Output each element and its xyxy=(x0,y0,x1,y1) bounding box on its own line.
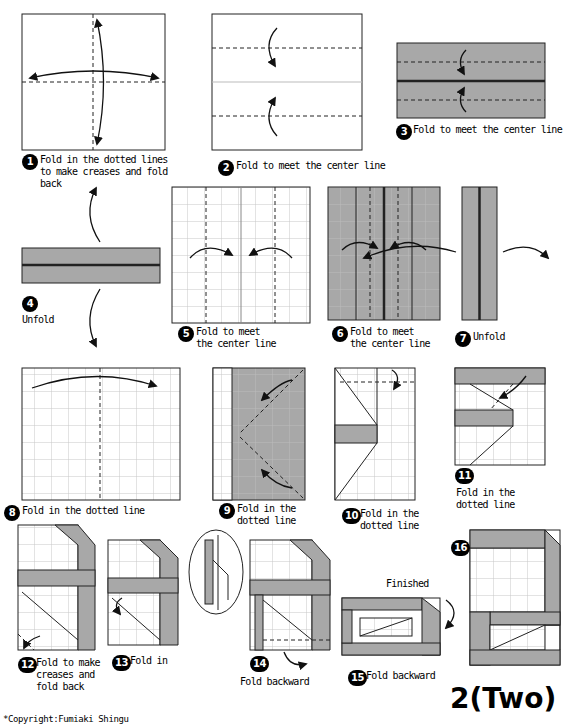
step-caption: Fold in the dotted line xyxy=(360,508,444,532)
step-2-figure xyxy=(212,14,362,150)
step-number-text: 4 xyxy=(25,296,35,312)
step-number-text: 2 xyxy=(221,160,231,176)
step-11-figure xyxy=(455,368,545,465)
step-number-text: 13 xyxy=(113,655,130,671)
step-14-figure xyxy=(250,540,330,665)
step-caption: Fold to meet the center line xyxy=(350,326,434,350)
copyright-note: *Copyright:Fumiaki Shingu xyxy=(3,713,128,725)
step-number-text: 10 xyxy=(343,508,360,524)
step-13-figure xyxy=(108,540,178,645)
step-caption: Fold in xyxy=(130,655,167,667)
step-caption: Fold backward xyxy=(366,670,435,682)
step-number: 14 xyxy=(250,656,269,672)
step-number: 11 xyxy=(455,468,474,484)
step-number-text: 3 xyxy=(399,124,409,140)
step-number: 10 xyxy=(342,508,361,524)
step-caption: Fold backward xyxy=(240,676,309,688)
step-number-text: 12 xyxy=(19,657,36,673)
step-12-figure xyxy=(18,525,95,650)
step-number: 4 xyxy=(22,296,38,312)
step-number: 12 xyxy=(18,657,37,673)
step-caption: Fold to make creases and fold back xyxy=(36,657,104,693)
step-number: 9 xyxy=(219,503,235,519)
step-number: 7 xyxy=(455,331,471,347)
step-4-figure xyxy=(22,188,160,346)
step-1-figure xyxy=(22,14,165,150)
step-number: 2 xyxy=(218,160,234,176)
step-8-figure xyxy=(22,368,180,500)
step-caption: Finished xyxy=(386,578,429,590)
step-7-figure xyxy=(364,187,548,320)
step-number: 5 xyxy=(178,326,194,342)
step-number-text: 7 xyxy=(458,331,468,347)
step-caption: Fold in the dotted lines to make creases… xyxy=(40,154,172,190)
step-number-text: 5 xyxy=(181,326,191,342)
step-caption: Unfold xyxy=(22,314,54,326)
diagram-title: 2(Two) xyxy=(450,682,556,715)
detail-inset xyxy=(189,530,243,614)
step-5-figure xyxy=(172,187,310,323)
step-number-text: 1 xyxy=(25,154,35,170)
step-number: 8 xyxy=(4,505,20,521)
step-number-text: 14 xyxy=(251,656,268,672)
step-9-figure xyxy=(213,368,305,500)
step-number-text: 16 xyxy=(452,540,469,556)
step-number: 16 xyxy=(451,540,470,556)
step-caption: Fold in the dotted line xyxy=(456,487,540,511)
step-number-text: 8 xyxy=(7,505,17,521)
step-3-figure xyxy=(397,43,545,118)
step-caption: Fold to meet the center line xyxy=(236,160,385,172)
step-number-text: 11 xyxy=(456,468,473,484)
step-number-text: 9 xyxy=(222,503,232,519)
step-10-figure xyxy=(335,368,415,500)
step-15-figure xyxy=(342,598,454,655)
finished-figure xyxy=(470,530,560,665)
step-6-figure xyxy=(328,187,440,320)
step-number-text: 15 xyxy=(349,670,366,686)
step-number: 6 xyxy=(332,326,348,342)
step-caption: Fold in the dotted line xyxy=(22,505,144,517)
step-caption: Unfold xyxy=(473,331,505,343)
step-caption: Fold in the dotted line xyxy=(237,503,321,527)
step-number: 1 xyxy=(22,154,38,170)
step-caption: Fold to meet the center line xyxy=(196,326,280,350)
step-number: 3 xyxy=(396,124,412,140)
step-number: 13 xyxy=(112,655,131,671)
step-number-text: 6 xyxy=(335,326,345,342)
step-caption: Fold to meet the center line xyxy=(413,124,562,136)
step-number: 15 xyxy=(348,670,367,686)
